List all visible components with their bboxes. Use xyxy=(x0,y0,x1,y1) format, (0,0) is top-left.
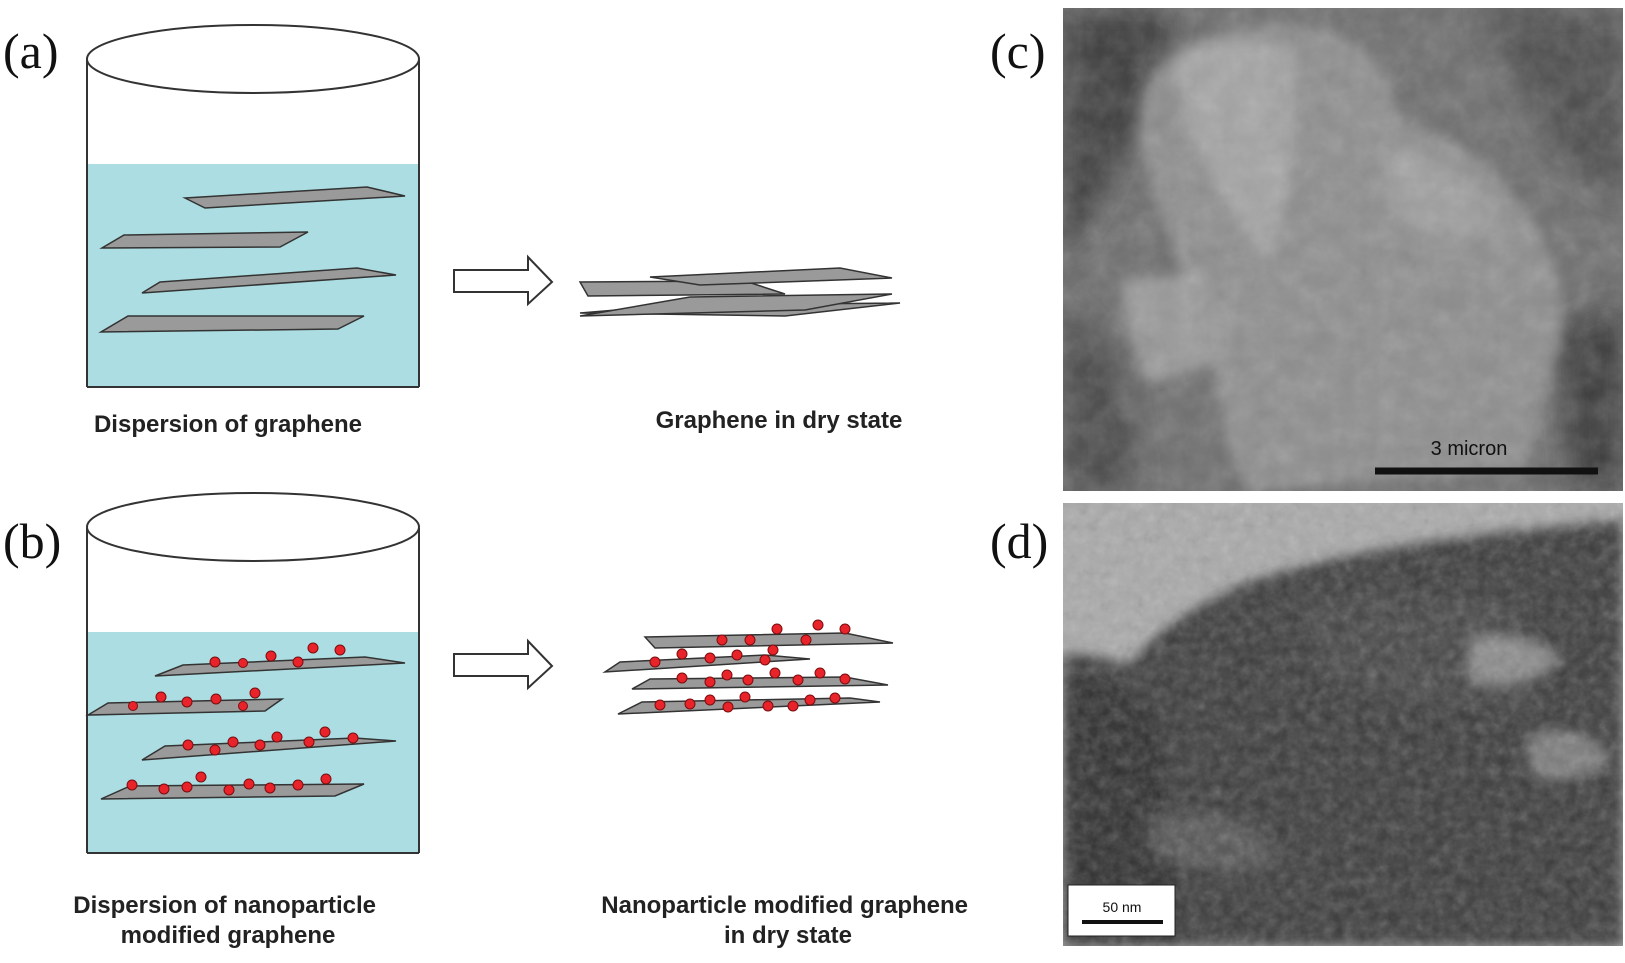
caption-dispersion-graphene: Dispersion of graphene xyxy=(94,411,362,438)
panel-label-a: (a) xyxy=(3,23,59,79)
nanoparticle xyxy=(814,667,826,679)
nanoparticle xyxy=(243,778,255,790)
tem-micrograph xyxy=(1063,503,1623,946)
caption-line: Nanoparticle modified graphene xyxy=(601,892,968,919)
nanoparticle xyxy=(158,783,170,795)
nanoparticle xyxy=(155,691,167,703)
nanoparticle xyxy=(654,699,666,711)
nanoparticle xyxy=(762,700,774,712)
nanoparticle xyxy=(347,732,359,744)
graphene-sheets-a xyxy=(98,186,406,333)
caption-line: modified graphene xyxy=(121,922,336,949)
nanoparticles-beaker-b xyxy=(126,642,359,796)
caption-graphene-dry: Graphene in dry state xyxy=(656,407,903,434)
nanoparticle xyxy=(181,781,193,793)
nanoparticles-dry-b xyxy=(649,619,851,713)
nanoparticle xyxy=(182,739,194,751)
nanoparticle xyxy=(181,696,193,708)
caption-line: Dispersion of nanoparticle xyxy=(73,892,376,919)
nanoparticle xyxy=(292,779,304,791)
nanoparticle xyxy=(800,634,812,646)
nanoparticle xyxy=(195,771,207,783)
panel-label-c: (c) xyxy=(990,23,1046,79)
nanoparticle xyxy=(722,701,734,713)
nanoparticle xyxy=(303,736,315,748)
nanoparticle xyxy=(787,700,799,712)
graphene-sheet xyxy=(579,293,893,317)
nanoparticle xyxy=(839,623,851,635)
nanoparticle xyxy=(271,731,283,743)
sem-micrograph xyxy=(1063,8,1623,491)
scale-bar-label-c: 3 micron xyxy=(1431,438,1508,460)
scale-bar-c: 3 micron xyxy=(1375,438,1598,475)
nanoparticle xyxy=(744,634,756,646)
graphene-sheet xyxy=(649,267,893,286)
nanoparticle xyxy=(126,779,138,791)
arrow-b xyxy=(453,638,554,691)
graphene-sheet xyxy=(98,315,365,333)
panel-label-b: (b) xyxy=(3,513,61,569)
nanoparticle xyxy=(759,654,771,666)
nanoparticle xyxy=(320,773,332,785)
nanoparticle xyxy=(334,644,346,656)
nanoparticle xyxy=(771,623,783,635)
nanoparticle xyxy=(767,644,779,656)
nanoparticle xyxy=(812,619,824,631)
graphene-sheet xyxy=(643,632,894,649)
nanoparticle xyxy=(249,687,261,699)
nanoparticle xyxy=(209,744,221,756)
nanoparticle xyxy=(292,656,304,668)
graphene-sheet xyxy=(99,231,309,249)
graphene-sheet xyxy=(141,737,397,761)
nanoparticle xyxy=(223,784,235,796)
graphene-sheet xyxy=(154,656,406,677)
arrow-a xyxy=(453,254,554,307)
nanoparticle xyxy=(238,658,248,668)
nanoparticle xyxy=(792,674,804,686)
nanoparticle xyxy=(839,673,851,685)
nanoparticle xyxy=(254,739,266,751)
nanoparticle xyxy=(739,691,751,703)
nanoparticle xyxy=(704,676,716,688)
caption-line: in dry state xyxy=(724,922,852,949)
nanoparticle xyxy=(684,698,696,710)
caption-dispersion-modified: Dispersion of nanoparticle modified grap… xyxy=(73,892,382,949)
nanoparticle xyxy=(704,694,716,706)
nanoparticle xyxy=(769,667,781,679)
graphene-sheet xyxy=(141,267,397,294)
nanoparticle xyxy=(264,782,276,794)
nanoparticle xyxy=(676,672,688,684)
beaker-rim-a xyxy=(86,24,420,94)
nanoparticle xyxy=(265,650,277,662)
nanoparticle xyxy=(721,669,733,681)
nanoparticle xyxy=(731,649,743,661)
scale-bar-d: 50 nm xyxy=(1067,884,1176,937)
nanoparticle xyxy=(319,726,331,738)
nanoparticle xyxy=(704,652,716,664)
nanoparticle xyxy=(210,693,222,705)
panel-label-d: (d) xyxy=(990,513,1048,569)
nanoparticle xyxy=(307,642,319,654)
dry-graphene-stack-a xyxy=(578,267,901,317)
caption-modified-dry: Nanoparticle modified graphene in dry st… xyxy=(601,892,974,949)
nanoparticle xyxy=(238,701,248,711)
scale-bar-label-d: 50 nm xyxy=(1103,899,1142,915)
nanoparticle xyxy=(742,674,754,686)
nanoparticle xyxy=(649,656,661,668)
nanoparticle xyxy=(128,701,138,711)
nanoparticle xyxy=(227,736,239,748)
beaker-a xyxy=(86,24,420,388)
nanoparticle xyxy=(209,656,221,668)
graphene-sheet xyxy=(602,654,811,673)
nanoparticle xyxy=(676,648,688,660)
graphene-sheet xyxy=(182,186,406,209)
beaker-rim-b xyxy=(86,492,420,562)
nanoparticle xyxy=(804,694,816,706)
nanoparticle xyxy=(829,692,841,704)
graphene-sheet xyxy=(631,676,889,690)
nanoparticle xyxy=(716,634,728,646)
